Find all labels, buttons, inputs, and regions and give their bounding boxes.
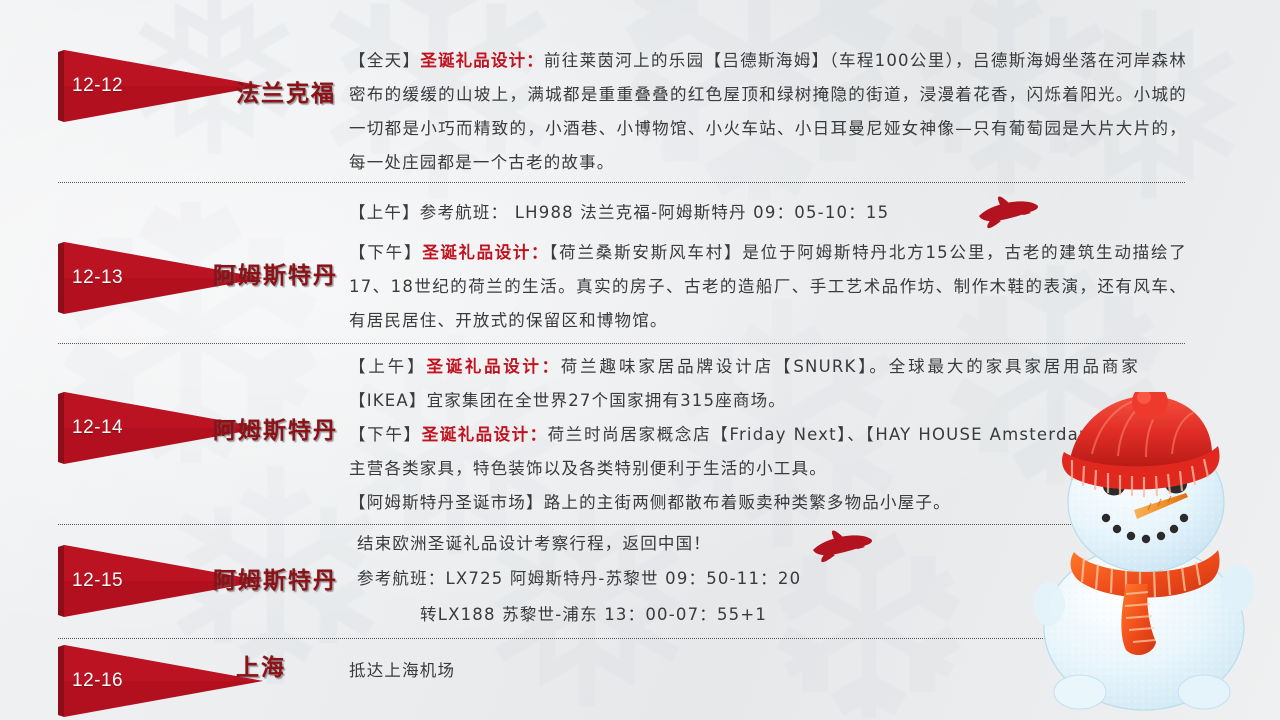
text-segment: 参考航班：LX725 阿姆斯特丹-苏黎世 09：50-11：20 (357, 569, 802, 588)
date-label: 12-16 (72, 670, 124, 691)
date-flag-pennant[interactable]: 12-12 (58, 50, 263, 122)
flight-line: 参考航班：LX725 阿姆斯特丹-苏黎世 09：50-11：20 (357, 562, 801, 596)
city-label: 阿姆斯特丹 (213, 263, 338, 289)
date-flag-pennant[interactable]: 12-14 (58, 392, 263, 464)
row-description: 【下午】圣诞礼品设计：【荷兰桑斯安斯风车村】是位于阿姆斯特丹北方15公里，古老的… (349, 236, 1187, 338)
row-description: 【全天】圣诞礼品设计：前往莱茵河上的乐园【吕德斯海姆】（车程100公里），吕德斯… (349, 44, 1187, 180)
text-segment: 前往莱茵河上的乐园【吕德斯海姆】（车程100公里），吕德斯海姆坐落在河岸森林密布… (349, 51, 1188, 172)
text-segment: 【下午】 (349, 243, 423, 262)
row-divider (58, 524, 1185, 525)
text-segment: 【下午】 (349, 425, 422, 444)
row-divider (58, 182, 1185, 183)
row-description: 【阿姆斯特丹圣诞市场】路上的主街两侧都散布着贩卖种类繁多物品小屋子。 (349, 486, 951, 520)
row-divider (58, 343, 1185, 344)
text-segment-highlight: 圣诞礼品设计： (421, 425, 548, 444)
date-flag-pennant[interactable]: 12-13 (58, 242, 263, 314)
text-segment: 【上午】 (349, 357, 427, 376)
text-segment: 荷兰趣味家居品牌设计店【SNURK】。全球最大的家具家居用品商家【IKEA】宜家… (349, 357, 1139, 410)
text-segment: 【全天】 (349, 51, 421, 70)
city-label: 阿姆斯特丹 (213, 568, 338, 594)
text-segment: 【阿姆斯特丹圣诞市场】路上的主街两侧都散布着贩卖种类繁多物品小屋子。 (349, 493, 951, 512)
flight-line: 转LX188 苏黎世-浦东 13：00-07：55+1 (420, 598, 767, 632)
date-label: 12-12 (72, 75, 124, 96)
airplane-icon (810, 530, 874, 564)
snowman-illustration (1022, 392, 1272, 720)
return-note: 结束欧洲圣诞礼品设计考察行程，返回中国！ (357, 527, 711, 561)
date-flag-pennant[interactable]: 12-16 (58, 645, 263, 717)
date-label: 12-13 (72, 267, 124, 288)
text-segment: 抵达上海机场 (349, 661, 456, 680)
city-label: 上海 (236, 655, 286, 681)
text-segment: 转LX188 苏黎世-浦东 13：00-07：55+1 (420, 605, 768, 624)
text-segment: 【荷兰桑斯安斯风车村】是位于阿姆斯特丹北方15公里，古老的建筑生动描绘了17、1… (349, 243, 1187, 330)
text-segment: 【上午】参考航班： LH988 法兰克福-阿姆斯特丹 09：05-10：15 (349, 203, 890, 222)
row-description: 【下午】圣诞礼品设计：荷兰时尚居家概念店【Friday Next】、【HAY H… (349, 418, 1139, 486)
flight-line: 【上午】参考航班： LH988 法兰克福-阿姆斯特丹 09：05-10：15 (349, 196, 889, 230)
text-segment-highlight: 圣诞礼品设计： (422, 243, 550, 262)
text-segment-highlight: 圣诞礼品设计： (420, 51, 544, 70)
text-segment: 荷兰时尚居家概念店【Friday Next】、【HAY HOUSE Amster… (349, 425, 1140, 478)
row-description: 抵达上海机场 (349, 654, 455, 688)
date-label: 12-15 (72, 570, 124, 591)
airplane-icon (976, 196, 1040, 230)
city-label: 阿姆斯特丹 (213, 418, 338, 444)
row-description: 【上午】圣诞礼品设计：荷兰趣味家居品牌设计店【SNURK】。全球最大的家具家居用… (349, 350, 1139, 418)
date-label: 12-14 (72, 417, 124, 438)
city-label: 法兰克福 (236, 81, 336, 107)
date-flag-pennant[interactable]: 12-15 (58, 545, 263, 617)
text-segment: 结束欧洲圣诞礼品设计考察行程，返回中国！ (357, 534, 711, 553)
row-divider (58, 638, 1185, 639)
text-segment-highlight: 圣诞礼品设计： (426, 357, 561, 376)
